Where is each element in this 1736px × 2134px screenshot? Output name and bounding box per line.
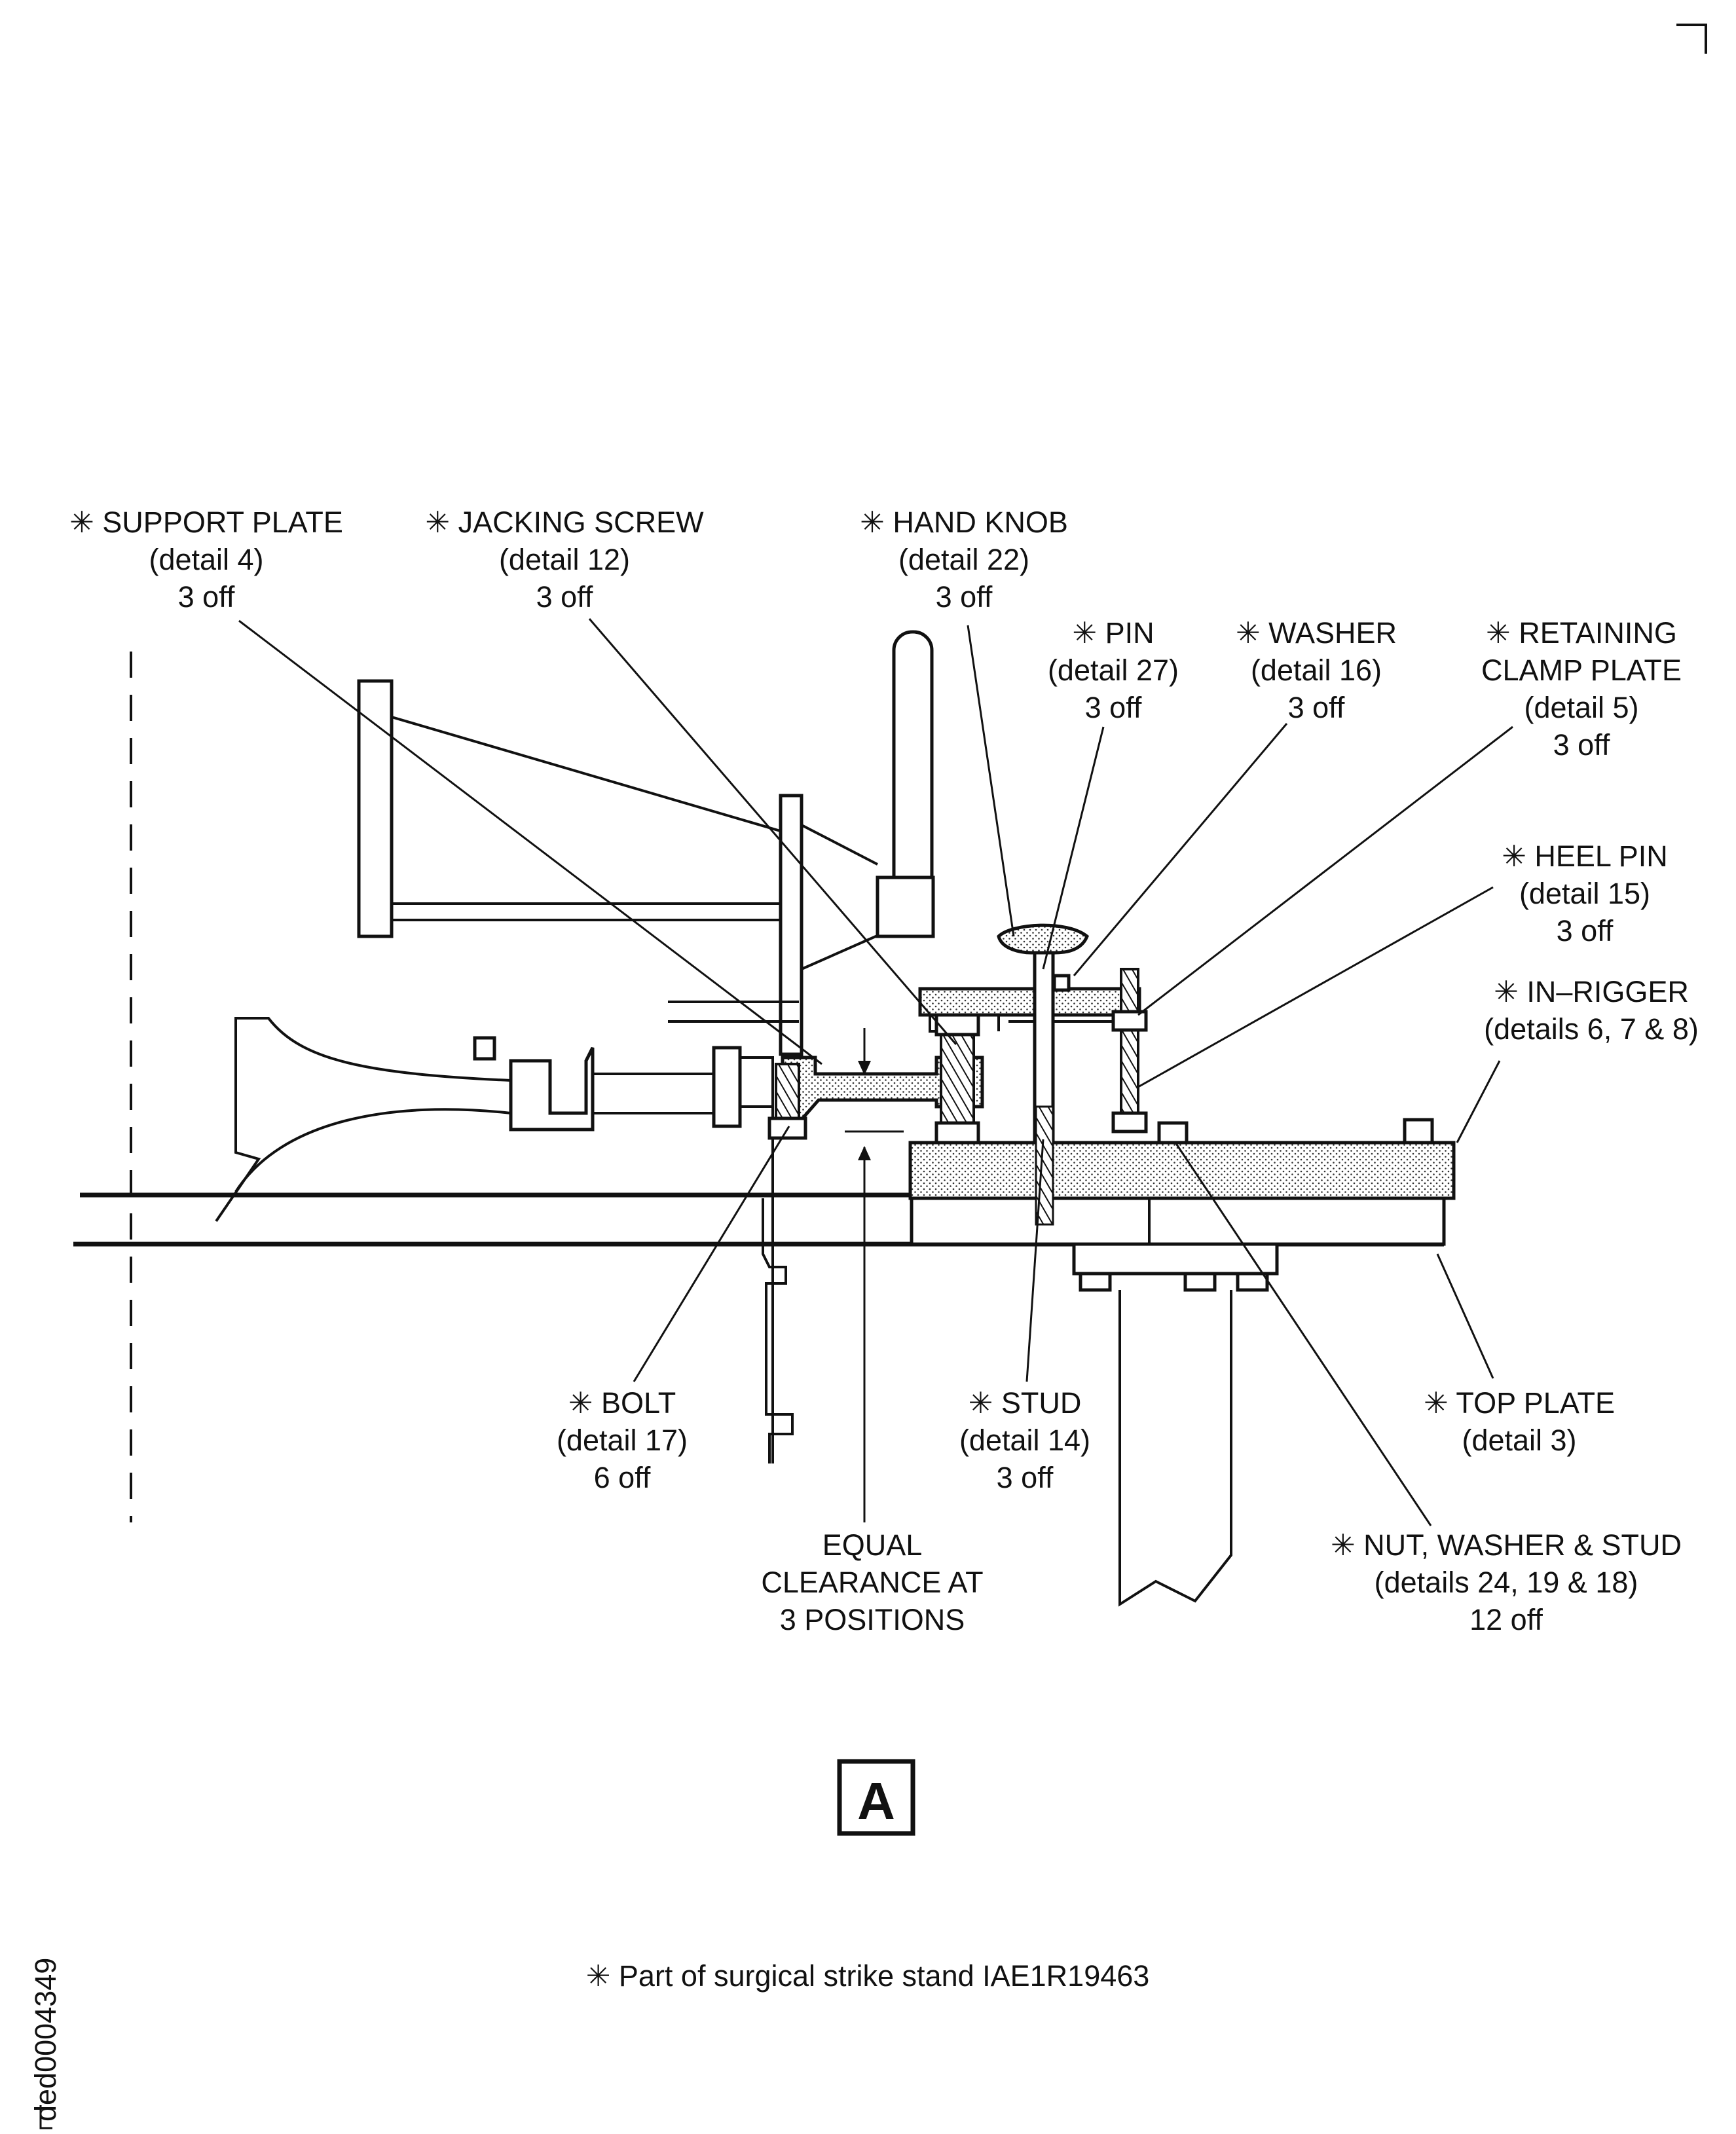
figure-letter: A: [857, 1772, 895, 1830]
callout-retaining-clamp-plate: ✳ RETAINING CLAMP PLATE (detail 5) 3 off: [1481, 616, 1682, 762]
svg-text:✳ NUT, WASHER & STUD: ✳ NUT, WASHER & STUD: [1331, 1528, 1682, 1562]
svg-text:(details 6, 7 & 8): (details 6, 7 & 8): [1484, 1012, 1699, 1046]
svg-text:3 off: 3 off: [1288, 691, 1345, 724]
svg-text:3 off: 3 off: [1085, 691, 1142, 724]
svg-text:(detail 4): (detail 4): [149, 543, 263, 576]
engine-case-profile: [215, 1017, 794, 1463]
jacking-screw-head: [934, 1013, 980, 1037]
svg-text:3 off: 3 off: [936, 580, 993, 614]
svg-text:CLEARANCE AT: CLEARANCE AT: [761, 1566, 983, 1599]
svg-text:✳ STUD: ✳ STUD: [969, 1386, 1082, 1420]
nut-washer-stud: [1157, 1121, 1189, 1145]
svg-text:(detail 27): (detail 27): [1048, 653, 1179, 687]
svg-text:✳ IN–RIGGER: ✳ IN–RIGGER: [1494, 975, 1689, 1008]
svg-text:(detail 5): (detail 5): [1524, 691, 1638, 724]
callout-jacking-screw: ✳ JACKING SCREW (detail 12) 3 off: [425, 506, 704, 614]
svg-text:(detail 17): (detail 17): [557, 1424, 688, 1457]
svg-text:EQUAL: EQUAL: [822, 1528, 923, 1562]
svg-text:6 off: 6 off: [594, 1461, 651, 1494]
callout-stud: ✳ STUD (detail 14) 3 off: [959, 1386, 1090, 1494]
figure-letter-box: [837, 1759, 915, 1836]
stand-column: [1072, 1242, 1279, 1607]
callout-nut-washer-stud: ✳ NUT, WASHER & STUD (details 24, 19 & 1…: [1331, 1528, 1682, 1636]
svg-text:(detail 15): (detail 15): [1519, 877, 1650, 910]
footnote: ✳ Part of surgical strike stand IAE1R194…: [586, 1959, 1150, 1993]
callout-washer: ✳ WASHER (detail 16) 3 off: [1236, 616, 1397, 724]
svg-text:3 off: 3 off: [178, 580, 235, 614]
svg-text:CLAMP PLATE: CLAMP PLATE: [1481, 653, 1682, 687]
callout-support-plate: ✳ SUPPORT PLATE (detail 4) 3 off: [69, 506, 343, 614]
svg-text:✳ JACKING SCREW: ✳ JACKING SCREW: [425, 506, 704, 539]
svg-text:✳ HAND KNOB: ✳ HAND KNOB: [860, 506, 1068, 539]
svg-text:(detail 14): (detail 14): [959, 1424, 1090, 1457]
drawing-id-bracket: [39, 2105, 52, 2129]
svg-text:3 off: 3 off: [1553, 728, 1610, 762]
callout-pin: ✳ PIN (detail 27) 3 off: [1048, 616, 1179, 724]
svg-text:✳ RETAINING: ✳ RETAINING: [1486, 616, 1677, 650]
svg-text:✳ BOLT: ✳ BOLT: [568, 1386, 676, 1420]
drawing-id: ded0004349: [29, 1958, 62, 2122]
nut-washer-stud-2: [1403, 1118, 1434, 1145]
svg-text:(detail 16): (detail 16): [1251, 653, 1382, 687]
svg-text:✳ TOP PLATE: ✳ TOP PLATE: [1424, 1386, 1615, 1420]
corner-mark: [1676, 24, 1707, 54]
svg-text:✳ WASHER: ✳ WASHER: [1236, 616, 1397, 650]
svg-text:(detail 22): (detail 22): [898, 543, 1029, 576]
leader-lines: [238, 618, 1513, 1526]
washer: [1052, 974, 1071, 992]
svg-text:3 off: 3 off: [997, 1461, 1054, 1494]
svg-text:✳ PIN: ✳ PIN: [1072, 616, 1154, 650]
svg-text:3 off: 3 off: [1557, 914, 1614, 947]
callout-equal-clearance: EQUAL CLEARANCE AT 3 POSITIONS: [761, 1528, 983, 1636]
callout-heel-pin: ✳ HEEL PIN (detail 15) 3 off: [1502, 839, 1668, 947]
svg-text:✳ SUPPORT PLATE: ✳ SUPPORT PLATE: [69, 506, 343, 539]
top-plate: [910, 1196, 1446, 1246]
callout-hand-knob: ✳ HAND KNOB (detail 22) 3 off: [860, 506, 1068, 614]
svg-text:(detail 3): (detail 3): [1462, 1424, 1576, 1457]
svg-text:3 POSITIONS: 3 POSITIONS: [780, 1603, 965, 1636]
callout-top-plate: ✳ TOP PLATE (detail 3): [1424, 1386, 1615, 1457]
callout-bolt: ✳ BOLT (detail 17) 6 off: [557, 1386, 688, 1494]
hand-knob: [997, 923, 1089, 955]
upper-frame: [357, 630, 935, 1056]
svg-text:(detail 12): (detail 12): [499, 543, 630, 576]
heel-pin: [1120, 968, 1139, 1118]
retaining-clamp-plate: [918, 987, 1141, 1017]
callout-in-rigger: ✳ IN–RIGGER (details 6, 7 & 8): [1484, 975, 1699, 1046]
svg-text:3 off: 3 off: [536, 580, 593, 614]
svg-text:(details 24, 19 & 18): (details 24, 19 & 18): [1375, 1566, 1638, 1599]
svg-text:12 off: 12 off: [1469, 1603, 1543, 1636]
svg-text:✳ HEEL PIN: ✳ HEEL PIN: [1502, 839, 1668, 873]
